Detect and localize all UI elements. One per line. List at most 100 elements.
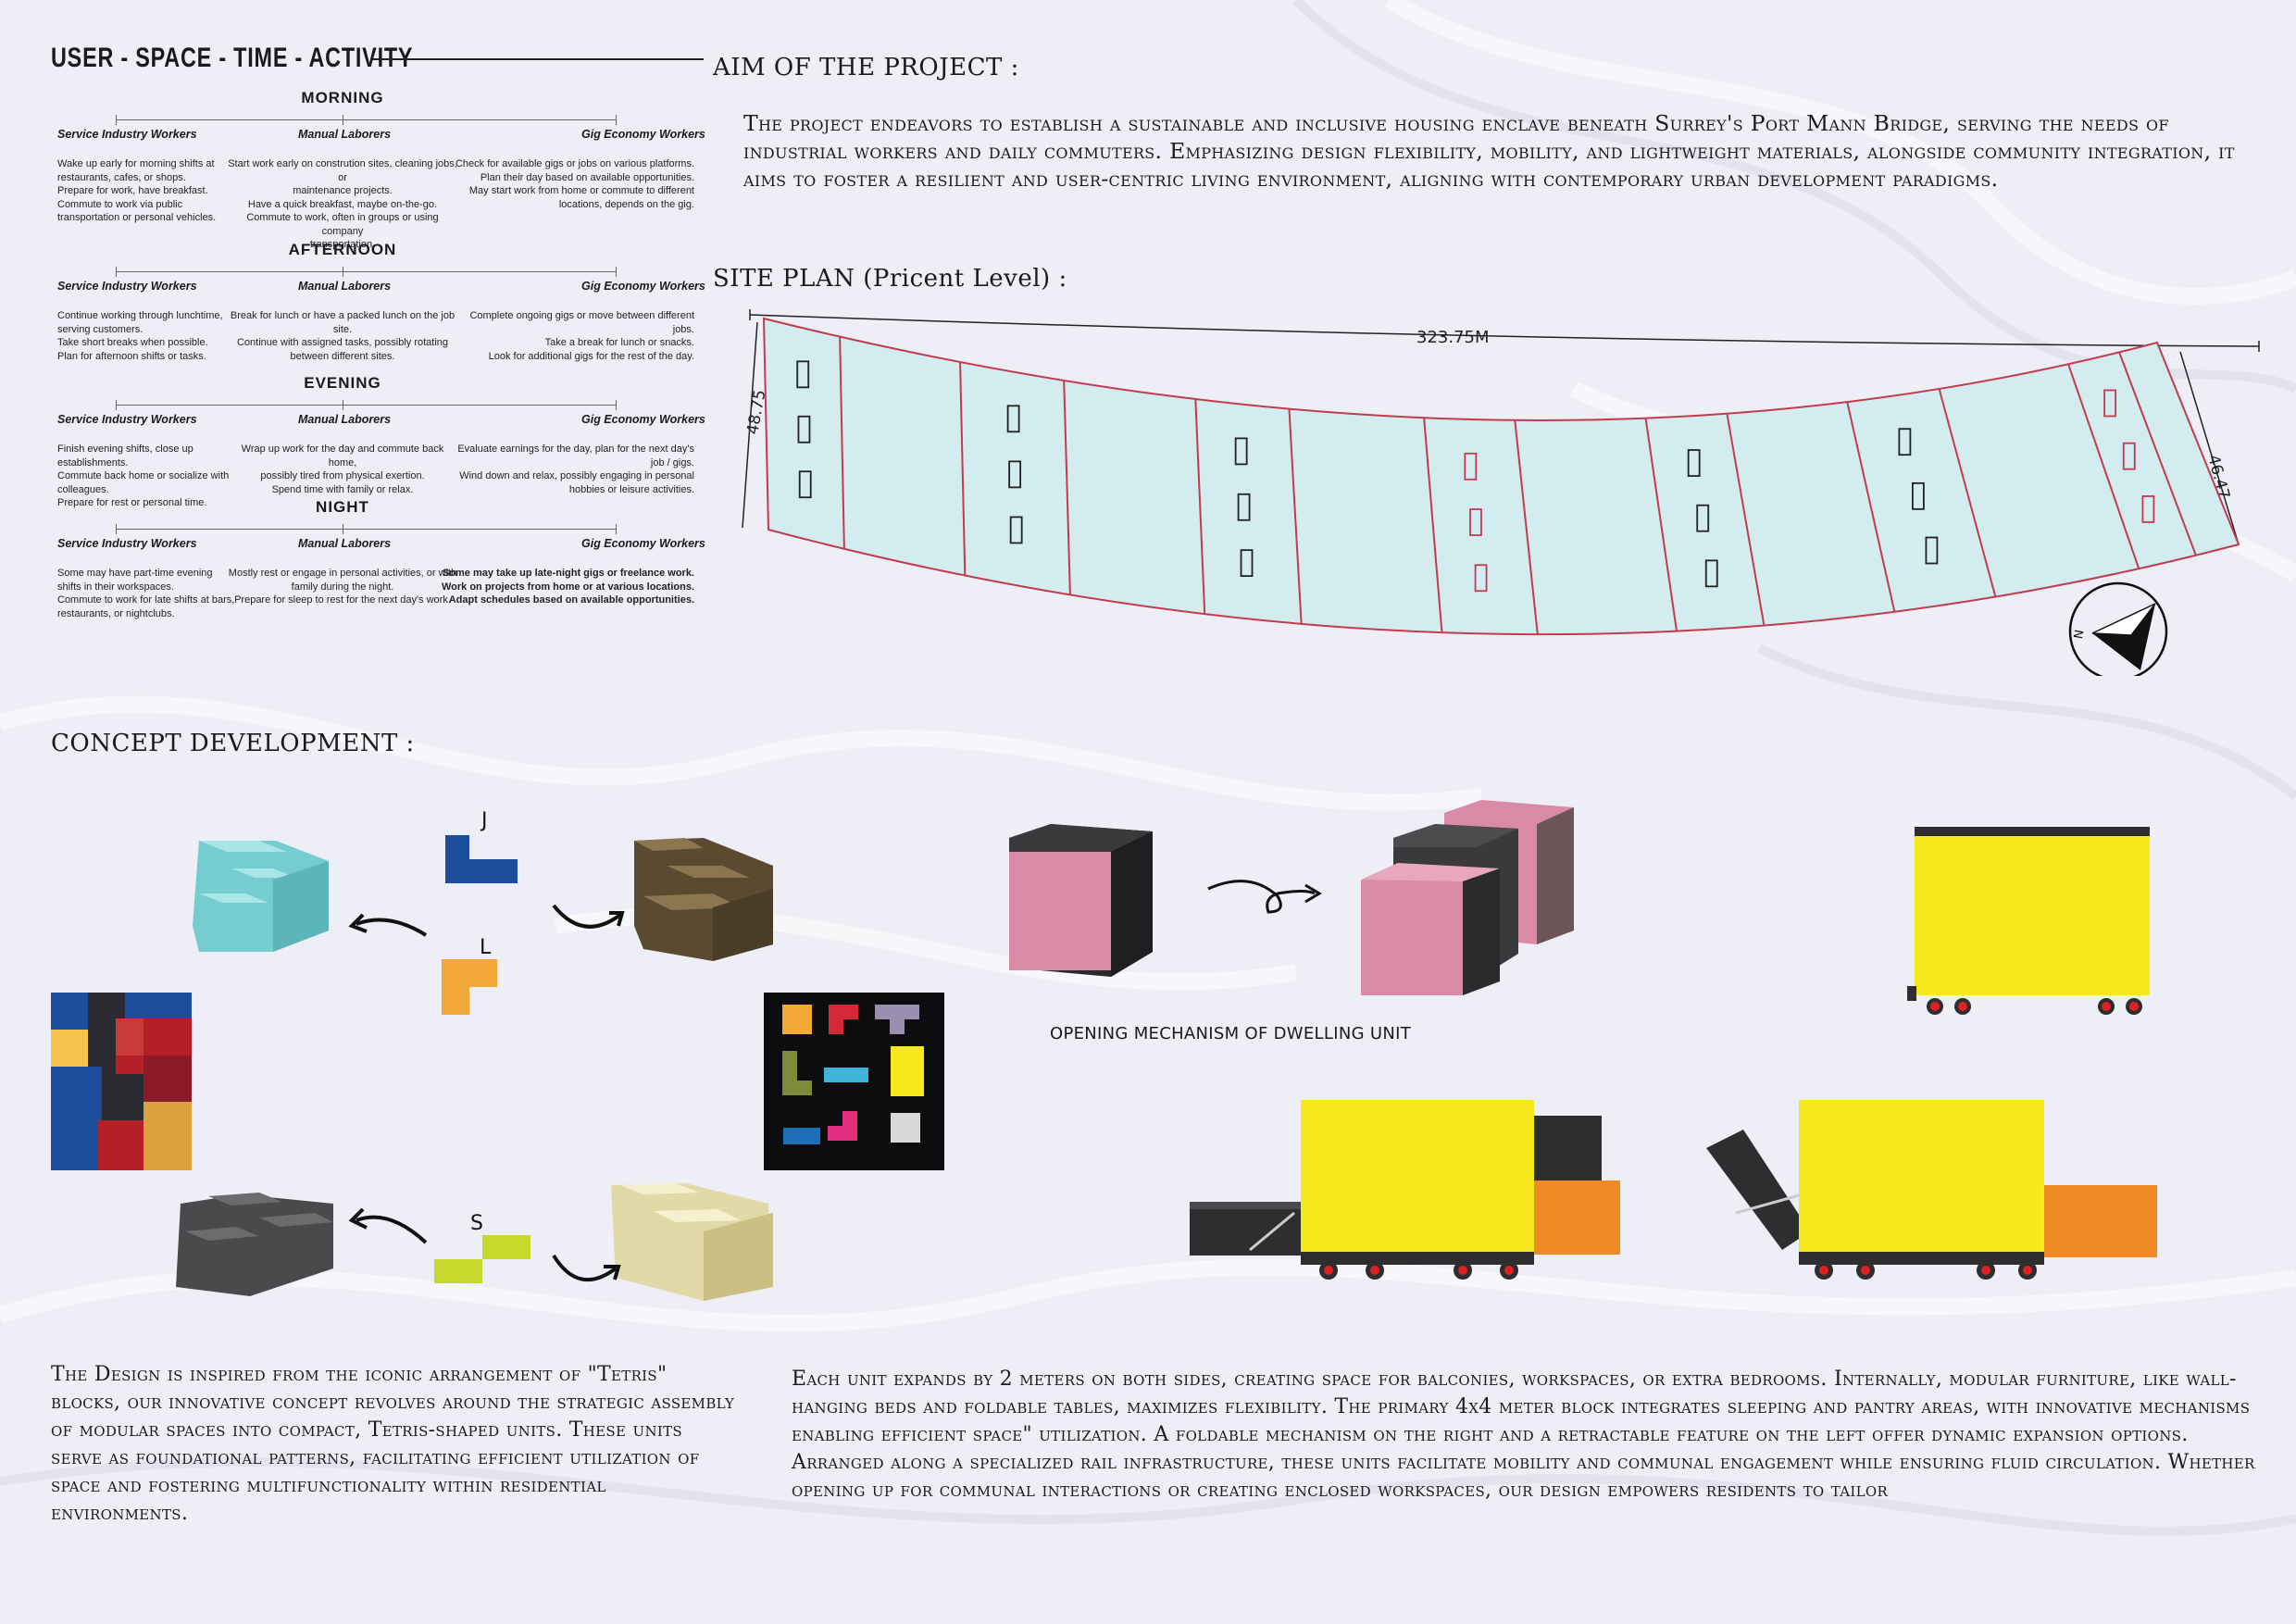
period-tick: [616, 267, 617, 277]
site-column-marker: [1687, 449, 1701, 477]
period-tick: [616, 400, 617, 410]
column-head: Manual Laborers: [298, 537, 392, 550]
column-head: Gig Economy Workers: [581, 280, 705, 293]
period-tick: [616, 524, 617, 534]
site-column-marker: [1464, 452, 1478, 481]
site-divider-line: [1063, 380, 1071, 595]
site-column-marker: [796, 360, 810, 389]
north-arrow-icon: N: [2068, 581, 2168, 676]
site-columns: [796, 360, 2155, 593]
arrow-to-brown: [552, 904, 622, 929]
arrow-to-cream: [552, 1254, 618, 1282]
site-divider-line: [1194, 398, 1206, 615]
site-column-marker: [798, 470, 812, 499]
site-column-marker: [1006, 405, 1020, 433]
length-dimension-label: 323.75M: [1416, 328, 1490, 347]
column-head: Gig Economy Workers: [581, 128, 705, 141]
column-text: Some may take up late-night gigs or free…: [441, 568, 694, 606]
period-tick: [116, 524, 117, 534]
site-column-marker: [1898, 428, 1912, 456]
activity-title: USER - SPACE - TIME - ACTIVITY: [51, 43, 414, 73]
site-divider-line: [959, 362, 967, 576]
activity-title-rule: [370, 58, 704, 60]
tetris-dark-board-image: [764, 993, 944, 1170]
column-text: Check for available gigs or jobs on vari…: [455, 158, 694, 210]
arrow-to-gray: [356, 1215, 428, 1244]
column-text: Continue working through lunchtime, serv…: [57, 310, 223, 362]
site-column-marker: [2141, 495, 2155, 523]
wheel-icon: [1977, 1261, 1995, 1280]
wheel-icon: [1500, 1261, 1518, 1280]
column-head: Gig Economy Workers: [581, 413, 705, 426]
wheel-icon: [1954, 998, 1971, 1015]
column-text: Wrap up work for the day and commute bac…: [241, 443, 444, 495]
period-tick: [616, 115, 617, 125]
period-title-evening: EVENING: [304, 374, 381, 392]
period-title-afternoon: AFTERNOON: [288, 241, 397, 258]
tetris-j-piece: [445, 835, 518, 883]
site-divider-line: [839, 336, 845, 549]
brown-block-3d: [634, 838, 773, 961]
column-head: Manual Laborers: [298, 413, 392, 426]
gray-block-3d: [176, 1193, 333, 1296]
transform-arrow-icon: [1207, 880, 1316, 914]
svg-text:N: N: [2072, 629, 2087, 640]
site-column-marker: [1009, 516, 1023, 544]
period-rule: [116, 271, 616, 272]
closed-unit-cube: [1009, 824, 1153, 977]
yellow-unit-expanded-both: [1190, 1100, 1620, 1280]
site-column-marker: [2122, 442, 2136, 470]
concept-text: The Design is inspired from the iconic a…: [51, 1363, 735, 1525]
period-rule: [116, 405, 616, 406]
site-divider-line: [1514, 419, 1539, 635]
column-text: Mostly rest or engage in personal activi…: [228, 568, 457, 606]
cyan-block-3d: [193, 841, 329, 952]
tetris-s-piece: [434, 1235, 530, 1283]
column-text: Finish evening shifts, close up establis…: [57, 443, 230, 508]
yellow-unit-folding: [1706, 1100, 2157, 1280]
site-divider-line: [1938, 388, 1997, 597]
site-column-marker: [1469, 508, 1482, 536]
column-text: Wake up early for morning shifts at rest…: [57, 158, 217, 223]
column-head: Service Industry Workers: [57, 413, 197, 426]
column-text: Break for lunch or have a packed lunch o…: [230, 310, 455, 362]
site-band: [762, 317, 2240, 636]
site-column-marker: [2103, 389, 2117, 418]
site-plan-title: SITE PLAN (Pricent Level) :: [713, 265, 1067, 293]
wheel-icon: [1366, 1261, 1384, 1280]
concept-title: CONCEPT DEVELOPMENT :: [51, 730, 415, 757]
period-tick: [116, 115, 117, 125]
column-text: Some may have part-time evening shifts i…: [57, 568, 235, 619]
site-column-marker: [1474, 564, 1488, 593]
site-divider-line: [1726, 413, 1766, 626]
site-divider-line: [2067, 363, 2140, 569]
wheel-icon: [1815, 1261, 1833, 1280]
column-head: Manual Laborers: [298, 280, 392, 293]
tetris-l-piece: [442, 959, 497, 1015]
site-divider-line: [1644, 418, 1678, 631]
opening-mechanism-diagram: [1009, 800, 1574, 995]
site-divider-line: [1423, 418, 1443, 633]
piece-label-l: L: [480, 936, 492, 959]
site-divider-line: [1846, 401, 1896, 612]
unit-text: Each unit expands by 2 meters on both si…: [792, 1368, 2255, 1502]
column-head: Service Industry Workers: [57, 537, 197, 550]
opened-unit-cubes: [1361, 800, 1574, 995]
site-column-marker: [1696, 504, 1710, 532]
piece-label-j: J: [480, 809, 488, 832]
site-column-marker: [1234, 437, 1248, 466]
period-tick: [116, 267, 117, 277]
column-head: Manual Laborers: [298, 128, 392, 141]
arrow-to-cyan: [356, 918, 428, 937]
site-divider-line: [2118, 352, 2197, 556]
period-rule: [116, 119, 616, 120]
wheel-icon: [2126, 998, 2142, 1015]
period-title-night: NIGHT: [316, 498, 369, 516]
mechanism-caption: OPENING MECHANISM OF DWELLING UNIT: [1050, 1024, 1411, 1043]
column-head: Gig Economy Workers: [581, 537, 705, 550]
column-text: Evaluate earnings for the day, plan for …: [457, 443, 694, 495]
aim-text: The project endeavors to establish a sus…: [743, 110, 2235, 192]
site-column-marker: [797, 415, 811, 443]
wheel-icon: [2098, 998, 2115, 1015]
